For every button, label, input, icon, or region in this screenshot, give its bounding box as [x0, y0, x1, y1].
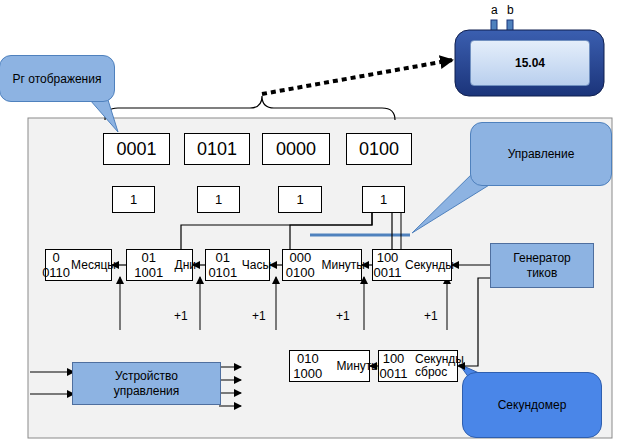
counter-box: 010 1000Минуты — [289, 350, 370, 382]
node-text: Секундомер — [498, 398, 567, 412]
output-arrow — [219, 406, 241, 407]
counter-box: 0 0110Месяцы — [45, 249, 112, 281]
counter-caption: Месяцы — [71, 259, 116, 272]
register-cell: 0101 — [184, 133, 250, 165]
register-cell: 0000 — [262, 133, 330, 165]
brace — [105, 96, 395, 120]
callout: Управление — [470, 122, 612, 186]
connector — [290, 213, 372, 249]
counter-caption: Секунды сброс — [415, 353, 464, 379]
connector — [270, 264, 282, 265]
generator-box: Генератор тиков — [490, 243, 594, 288]
increment-arrow — [200, 277, 201, 330]
flag-box: 1 — [112, 186, 155, 213]
node-text: 000 0100 — [283, 250, 318, 280]
node-text: Управление — [508, 147, 575, 161]
increment-arrow — [447, 277, 448, 330]
counter-box: 01 1001 Дни — [126, 249, 193, 281]
output-arrow — [219, 393, 241, 394]
increment-label: +1 — [336, 309, 350, 323]
callout-tail — [90, 100, 118, 132]
counter-box: 100 0011Секунды — [372, 249, 452, 281]
connector — [452, 264, 490, 265]
node-text: 100 0011 — [373, 250, 402, 280]
node-text: Устройство управления — [88, 369, 205, 399]
increment-arrow — [276, 277, 277, 330]
node-text: 0000 — [276, 139, 316, 160]
register-cell: 0100 — [346, 133, 412, 165]
node-text: 1 — [215, 192, 222, 207]
node-text: Рг отображения — [13, 72, 102, 86]
control-line — [310, 234, 410, 237]
counter-box: 01 0101Часы — [205, 249, 270, 281]
node-text: 010 1000 — [290, 351, 326, 381]
flag-box: 1 — [362, 186, 405, 213]
counter-caption: Часы — [242, 259, 271, 272]
increment-label: +1 — [252, 309, 266, 323]
node-text: 100 0011 — [379, 351, 408, 381]
node-text: 0 0110 — [42, 250, 70, 280]
connector — [181, 213, 372, 249]
callout: Рг отображения — [0, 55, 115, 102]
node-text: 15.04 — [515, 56, 545, 70]
node-text: 0001 — [116, 139, 156, 160]
increment-arrow — [120, 277, 121, 330]
counter-box: 000 0100 Минуты — [282, 249, 362, 281]
connector — [391, 213, 392, 249]
output-arrow — [219, 367, 241, 368]
control-unit: Устройство управления — [72, 362, 221, 405]
display-device — [455, 30, 604, 96]
dotted-arrow — [262, 60, 452, 94]
counter-caption: Минуты — [337, 360, 380, 373]
node-text: 01 0101 — [206, 250, 240, 280]
flag-box: 1 — [278, 186, 322, 213]
register-cell: 0001 — [103, 133, 170, 165]
node-text: 01 1001 — [127, 250, 171, 280]
increment-arrow — [364, 277, 365, 330]
panel — [28, 118, 612, 438]
node-text: 0101 — [197, 139, 237, 160]
node-text: 1 — [296, 192, 303, 207]
node-text: 0100 — [359, 139, 399, 160]
flag-box: 1 — [197, 186, 240, 213]
counter-caption: Секунды — [405, 259, 454, 272]
button-label: b — [507, 3, 514, 17]
callout: Секундомер — [462, 372, 602, 438]
counter-box: 100 0011Секунды сброс — [378, 350, 458, 382]
button-label: a — [491, 3, 498, 17]
input-arrow — [30, 372, 74, 373]
node-text: 1 — [380, 192, 387, 207]
node-text: 1 — [130, 192, 137, 207]
wire — [401, 213, 402, 249]
counter-caption: Дни — [175, 259, 196, 272]
increment-label: +1 — [174, 309, 188, 323]
increment-label: +1 — [424, 309, 438, 323]
output-arrow — [219, 380, 241, 381]
input-arrow — [30, 394, 74, 395]
display-screen: 15.04 — [470, 40, 590, 86]
node-text: Генератор тиков — [505, 251, 579, 281]
counter-caption: Минуты — [322, 259, 365, 272]
